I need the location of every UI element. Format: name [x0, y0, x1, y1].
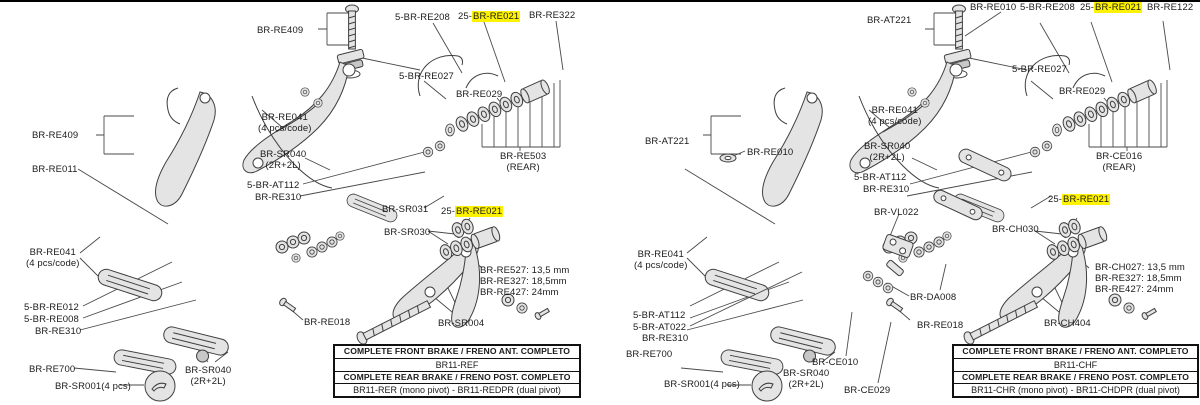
spec-header-row: COMPLETE FRONT BRAKE / FRENO ANT. COMPLE… [343, 346, 571, 356]
spec-table-rear-brake-right: COMPLETE FRONT BRAKE / FRENO ANT. COMPLE… [952, 344, 1199, 399]
spec-header-row: COMPLETE REAR BRAKE / FRENO POST. COMPLE… [954, 370, 1197, 384]
spec-value-row: BR11-REF [335, 357, 579, 371]
spec-value-row: BR11-CHF [954, 357, 1197, 371]
spec-value-row: BR11-RER (mono pivot) - BR11-REDPR (dual… [335, 383, 579, 396]
spec-value-row: BR11-CHR (mono pivot) - BR11-CHDPR (dual… [954, 383, 1197, 396]
spec-header-row: COMPLETE REAR BRAKE / FRENO POST. COMPLE… [335, 370, 579, 384]
spec-header-row: COMPLETE FRONT BRAKE / FRENO ANT. COMPLE… [962, 346, 1189, 356]
spec-table-rear-brake-left: COMPLETE FRONT BRAKE / FRENO ANT. COMPLE… [333, 344, 581, 399]
top-border [0, 0, 1200, 2]
